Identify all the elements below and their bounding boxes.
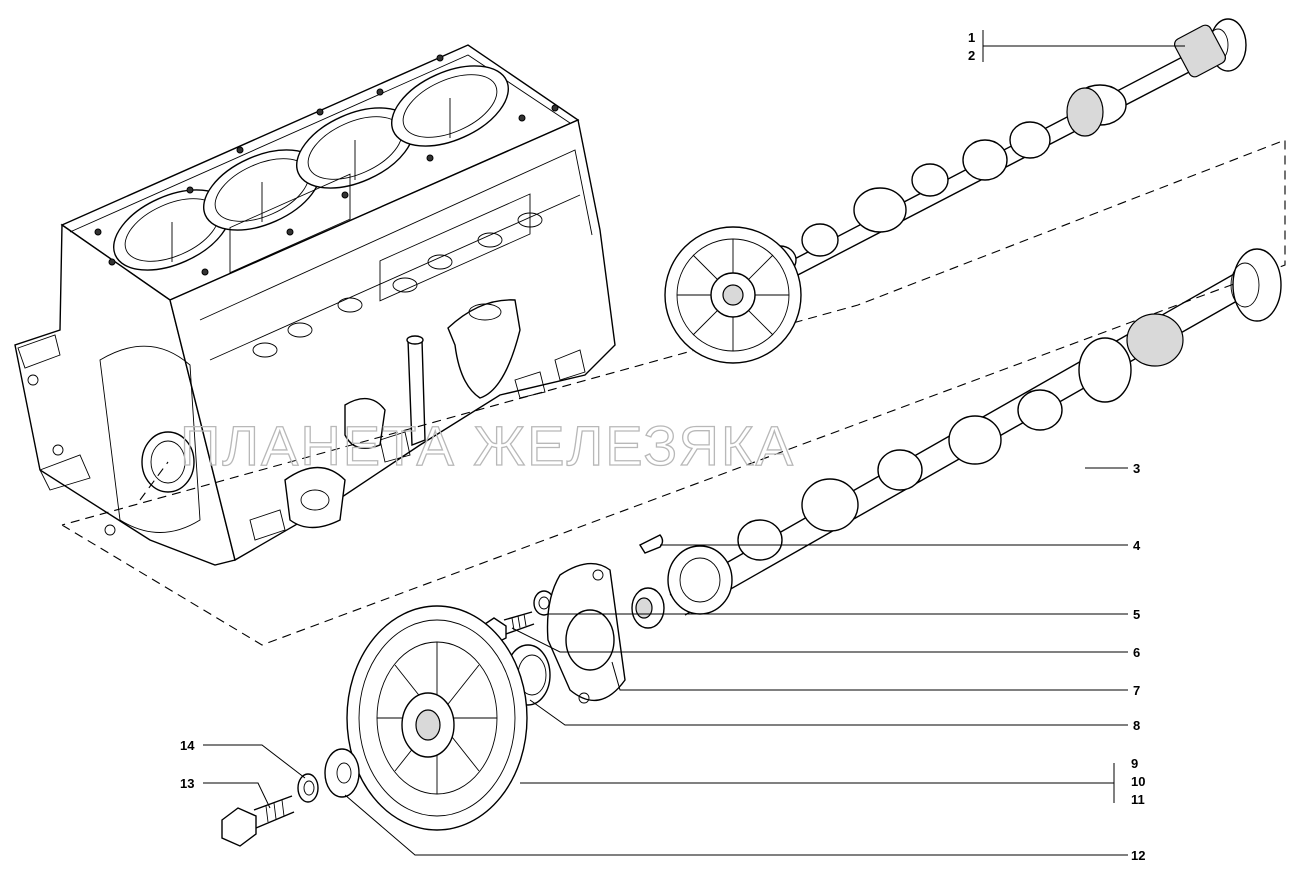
callout-1: 1 xyxy=(968,30,975,45)
leader-lines xyxy=(203,30,1185,856)
callout-2: 2 xyxy=(968,48,975,63)
callout-7: 7 xyxy=(1133,683,1140,698)
watermark: ПЛАНЕТА ЖЕЛЕЗЯКА xyxy=(180,414,795,477)
upper-camshaft-assembly xyxy=(664,18,1247,364)
callout-8: 8 xyxy=(1133,718,1140,733)
callout-3: 3 xyxy=(1133,461,1140,476)
lower-camshaft xyxy=(631,248,1282,629)
washer-12 xyxy=(324,748,360,798)
callout-14: 14 xyxy=(180,738,195,753)
callout-4: 4 xyxy=(1133,538,1141,553)
callout-10: 10 xyxy=(1131,774,1145,789)
callout-5: 5 xyxy=(1133,607,1140,622)
bolt-13 xyxy=(221,795,295,847)
thrust-flange xyxy=(546,562,626,704)
cylinder-block xyxy=(14,44,616,566)
camshaft-sprocket xyxy=(346,605,528,831)
callout-13: 13 xyxy=(180,776,194,791)
callout-numbers: 1 2 3 4 5 6 7 8 9 10 11 12 13 14 xyxy=(180,30,1145,863)
callout-6: 6 xyxy=(1133,645,1140,660)
callout-12: 12 xyxy=(1131,848,1145,863)
spring-washer-14 xyxy=(297,773,319,803)
callout-9: 9 xyxy=(1131,756,1138,771)
callout-11: 11 xyxy=(1131,792,1145,807)
key xyxy=(638,534,664,554)
